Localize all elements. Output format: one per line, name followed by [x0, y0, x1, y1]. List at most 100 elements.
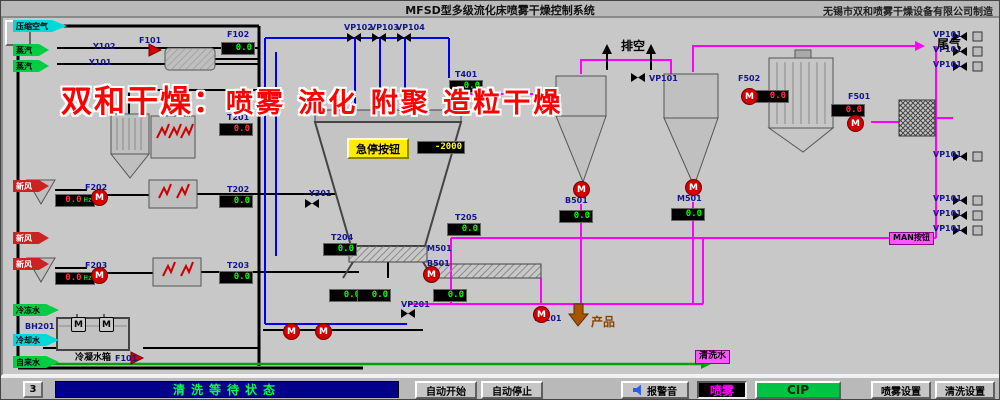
label-man-button[interactable]: MAN按钮 — [889, 232, 934, 245]
equipment-tag-b501-21: B501 — [565, 196, 588, 205]
equipment-tag-t201-11: T201 — [227, 113, 250, 122]
display-value: 0.0 — [463, 81, 480, 91]
value-display-10: 0.0 — [329, 289, 363, 302]
display-value: 0.0 — [233, 124, 250, 134]
spray-settings-button[interactable]: 喷雾设置 — [871, 381, 931, 399]
display-value: 0.0 — [337, 244, 354, 254]
cyclone-2 — [663, 73, 719, 188]
motor-2[interactable]: M — [283, 323, 300, 340]
emergency-stop-button[interactable]: 急停按钮 — [347, 138, 409, 159]
equipment-tag-vp101-28: VP101 — [933, 45, 962, 54]
display-value: 0.0 — [769, 91, 786, 101]
valve-actuator-boxes — [972, 31, 983, 236]
label-product: 产品 — [591, 315, 616, 329]
inlet-arrow-5: 新风 — [13, 258, 49, 270]
equipment-tag-f101-2: F101 — [139, 36, 162, 45]
display-value: -2000 — [434, 142, 462, 152]
display-value: 0.0 — [461, 224, 478, 234]
value-display-4: 0.0 — [219, 271, 253, 284]
display-value: 0.0 — [371, 290, 388, 300]
equipment-tag-vp103-5: VP103 — [370, 23, 399, 32]
value-display-3: 0.0 — [219, 195, 253, 208]
cip-label: CIP — [786, 383, 810, 397]
motor-0[interactable]: M — [91, 189, 108, 206]
equipment-tag-vp201-23: VP201 — [401, 300, 430, 309]
motor-1[interactable]: M — [91, 267, 108, 284]
status-message: 清洗等待状态 — [55, 381, 399, 398]
value-display-12: 0.0 — [433, 289, 467, 302]
display-value: 0.0 — [685, 209, 702, 219]
label-wash-water: 清洗水 — [695, 350, 731, 364]
clean-settings-label: 清洗设置 — [945, 386, 985, 398]
tail-gas-arrowhead — [915, 41, 925, 51]
equipment-tag-b501-20: B501 — [427, 259, 450, 268]
title-bar: MFSD型多级流化床喷雾干燥控制系统 无锡市双和喷雾干燥设备有限公司制造 — [1, 1, 999, 18]
feed-tank — [56, 314, 130, 351]
auto-stop-button[interactable]: 自动停止 — [481, 381, 543, 399]
exhaust-silencer — [898, 99, 936, 137]
display-value: 0.0 — [343, 290, 360, 300]
cip-button[interactable]: CIP — [755, 381, 841, 399]
display-value: 0.0 — [447, 290, 464, 300]
feed-heater-vessel — [164, 47, 216, 71]
auto-start-button[interactable]: 自动开始 — [415, 381, 477, 399]
display-value: 0.0 — [233, 272, 250, 282]
display-unit: Hz — [83, 274, 92, 282]
value-display-0: 0.0 — [221, 42, 255, 55]
manufacturer-label: 无锡市双和喷雾干燥设备有限公司制造 — [823, 7, 993, 18]
display-value: 0.0 — [845, 105, 862, 115]
equipment-tag-vp101-29: VP101 — [933, 60, 962, 69]
feed-pump-icon — [148, 43, 163, 57]
spray-label: 喷雾 — [709, 383, 734, 398]
value-display-11: 0.0 — [357, 289, 391, 302]
equipment-tag-vp101-27: VP101 — [933, 30, 962, 39]
equipment-tag-vp101-33: VP101 — [933, 224, 962, 233]
agitator-motor-10[interactable]: M — [71, 317, 86, 332]
motor-8[interactable]: M — [423, 266, 440, 283]
watermark: 双和干燥：喷雾 流化 附聚 造粒干燥 — [61, 76, 563, 121]
agitator-motor-11[interactable]: M — [99, 317, 114, 332]
display-value: 0.0 — [573, 211, 590, 221]
spray-settings-label: 喷雾设置 — [881, 386, 921, 398]
display-value: 0.0 — [65, 273, 82, 283]
motor-6[interactable]: M — [741, 88, 758, 105]
value-display-2: 0.0 — [219, 123, 253, 136]
inlet-arrow-0: 压缩空气 — [13, 20, 67, 32]
equipment-tag-vp101-32: VP101 — [933, 209, 962, 218]
value-display-1: 0.0 — [449, 80, 483, 93]
motor-4[interactable]: M — [573, 181, 590, 198]
watermark-text: 喷雾 流化 附聚 造粒干燥 — [226, 88, 564, 119]
bottom-pump-icon — [130, 351, 145, 365]
motor-3[interactable]: M — [315, 323, 332, 340]
equipment-tag-vp104-6: VP104 — [396, 23, 425, 32]
motor-7[interactable]: M — [847, 115, 864, 132]
alarm-speaker-icon — [633, 384, 641, 396]
display-value: 0.0 — [235, 43, 252, 53]
label-condensate-tank: 冷凝水箱 — [75, 353, 112, 363]
equipment-tag-t401-7: T401 — [455, 70, 478, 79]
alarm-sound-button[interactable]: 报警音 — [621, 381, 689, 399]
equipment-tag-y301-16: Y301 — [309, 189, 332, 198]
product-arrow — [568, 303, 590, 327]
value-display-16: 0.0 — [831, 104, 865, 117]
equipment-tag-bh201-25: BH201 — [25, 322, 55, 331]
inlet-arrow-1: 蒸汽 — [13, 44, 49, 56]
clean-settings-button[interactable]: 清洗设置 — [935, 381, 995, 399]
equipment-tag-y101-1: Y101 — [89, 58, 112, 67]
value-display-6: 0.0 — [447, 223, 481, 236]
auto-start-label: 自动开始 — [426, 386, 466, 398]
spray-button[interactable]: 喷雾 — [697, 381, 747, 399]
motor-9[interactable]: M — [533, 306, 550, 323]
watermark-prefix: 双和干燥： — [61, 84, 226, 120]
inlet-arrow-7: 冷却水 — [13, 334, 59, 346]
equipment-tag-t202-12: T202 — [227, 185, 250, 194]
page-number-box[interactable]: 3 — [23, 381, 43, 398]
inlet-arrow-2: 蒸汽 — [13, 60, 49, 72]
cyclone-1 — [555, 75, 607, 184]
equipment-tag-f203-18: F203 — [85, 261, 108, 270]
motor-5[interactable]: M — [685, 179, 702, 196]
status-bar: 3 清洗等待状态 自动开始 自动停止 报警音 喷雾 CIP 喷雾设置 清洗设置 — [1, 376, 999, 399]
inlet-arrow-8: 自来水 — [13, 356, 59, 368]
